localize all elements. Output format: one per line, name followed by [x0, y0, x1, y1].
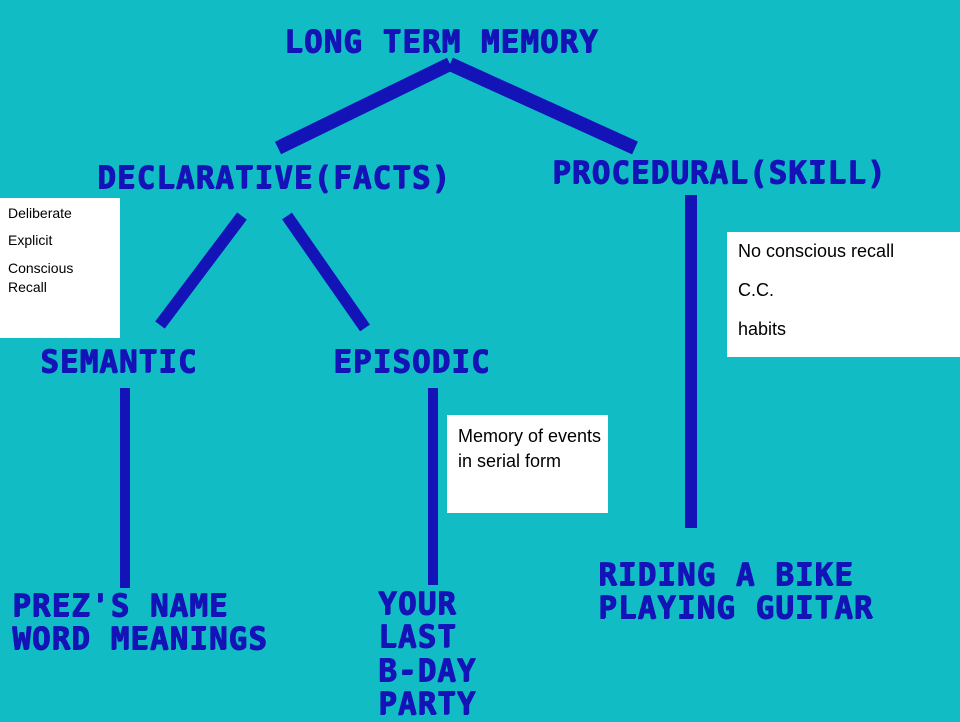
node-episodic: EPISODIC	[333, 344, 491, 380]
procedural-examples: RIDING A BIKE PLAYING GUITAR	[598, 557, 874, 627]
note-line: C.C.	[738, 280, 774, 300]
declarative-to-semantic-line	[155, 212, 247, 329]
note-text: Memory of events in serial form	[458, 426, 602, 472]
episodic-example: B-DAY	[378, 652, 477, 689]
episodic-example: LAST	[378, 619, 457, 656]
procedural-example: RIDING A BIKE	[598, 557, 854, 593]
note-declarative: Deliberate Explicit Conscious Recall	[0, 198, 120, 338]
note-line: Deliberate	[8, 205, 72, 221]
declarative-to-episodic-line	[282, 212, 370, 332]
note-procedural: No conscious recall C.C. habits	[727, 232, 960, 357]
procedural-example: PLAYING GUITAR	[598, 590, 874, 627]
node-semantic: SEMANTIC	[40, 344, 198, 380]
note-line: habits	[738, 319, 787, 339]
note-line: Explicit	[8, 232, 53, 248]
episodic-example: YOUR	[378, 586, 457, 622]
root-to-procedural-line	[447, 57, 638, 155]
semantic-example: PREZ'S NAME	[12, 588, 229, 624]
note-line: No conscious recall	[738, 241, 895, 261]
node-procedural: PROCEDURAL(SKILL)	[552, 155, 887, 191]
node-long-term-memory: LONG TERM MEMORY	[284, 24, 599, 60]
note-episodic: Memory of events in serial form	[447, 415, 608, 513]
semantic-example: WORD MEANINGS	[12, 621, 268, 658]
root-to-declarative-line	[274, 57, 454, 155]
semantic-examples: PREZ'S NAME WORD MEANINGS	[12, 588, 268, 658]
node-declarative: DECLARATIVE(FACTS)	[97, 160, 451, 196]
note-line: Conscious Recall	[8, 260, 74, 295]
episodic-examples: YOUR LAST B-DAY PARTY	[378, 586, 477, 722]
episodic-example: PARTY	[378, 686, 477, 722]
